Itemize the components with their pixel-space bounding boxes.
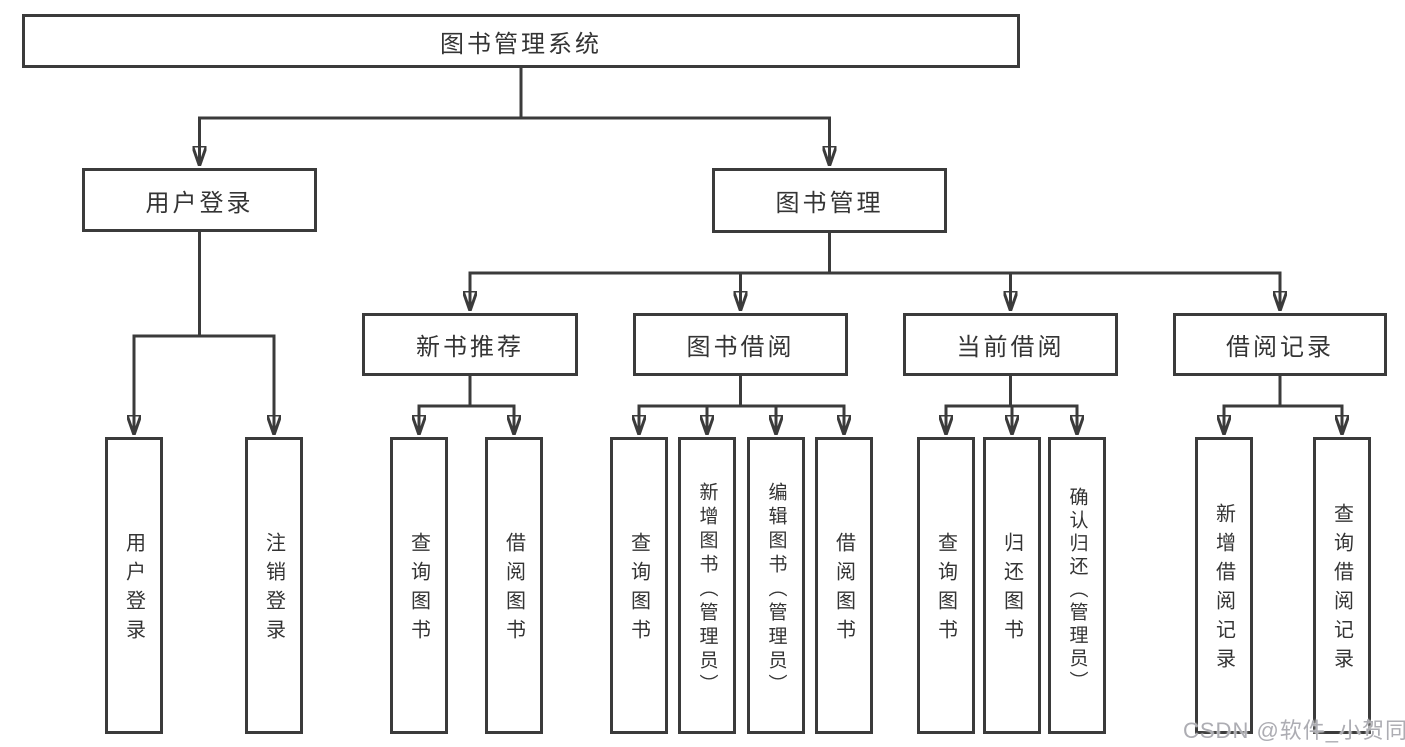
node-user-login-label: 用户登录	[145, 189, 254, 217]
connector-book-management-to-level3	[469, 233, 1282, 310]
node-leaf-query-books-current: 查询图书	[917, 437, 975, 734]
node-leaf-borrow-books-recommend-label: 借阅图书	[502, 532, 525, 648]
node-system-root: 图书管理系统	[22, 14, 1020, 68]
csdn-watermark: CSDN @软件_小贺同学	[1183, 718, 1405, 743]
node-book-management-label: 图书管理	[775, 190, 884, 217]
connector-borrowing-records-to-leaves	[1223, 376, 1344, 434]
node-leaf-borrow-books-recommend: 借阅图书	[485, 437, 543, 734]
node-leaf-query-books-current-label: 查询图书	[934, 532, 957, 648]
node-leaf-logout-action-label: 注销登录	[262, 532, 285, 648]
node-borrowing-records: 借阅记录	[1173, 313, 1387, 376]
node-leaf-query-books-recommend: 查询图书	[390, 437, 448, 734]
node-leaf-logout-action: 注销登录	[245, 437, 303, 734]
node-new-book-recommend-label: 新书推荐	[416, 334, 524, 361]
node-current-borrowing-label: 当前借阅	[956, 334, 1065, 361]
node-system-root-label: 图书管理系统	[440, 30, 602, 58]
connector-book-borrowing-to-leaves	[638, 376, 846, 434]
node-leaf-confirm-return-admin-label: 确认归还（管理员）	[1066, 486, 1088, 694]
node-leaf-edit-books-admin: 编辑图书（管理员）	[747, 437, 805, 734]
node-new-book-recommend: 新书推荐	[362, 313, 578, 376]
node-leaf-query-borrow-record-label: 查询借阅记录	[1330, 503, 1353, 677]
node-book-borrowing-label: 图书借阅	[686, 334, 795, 361]
node-leaf-return-books: 归还图书	[983, 437, 1041, 734]
node-leaf-user-login-action: 用户登录	[105, 437, 163, 734]
node-leaf-add-books-admin: 新增图书（管理员）	[678, 437, 736, 734]
node-leaf-add-borrow-record: 新增借阅记录	[1195, 437, 1253, 734]
node-current-borrowing: 当前借阅	[903, 313, 1118, 376]
connector-new-book-recommend-to-leaves	[418, 376, 516, 434]
connector-current-borrowing-to-leaves	[945, 376, 1079, 434]
node-leaf-borrow-books-label: 借阅图书	[832, 532, 855, 648]
connector-root-to-level2	[198, 68, 831, 165]
node-leaf-query-books-recommend-label: 查询图书	[407, 532, 430, 648]
node-leaf-add-borrow-record-label: 新增借阅记录	[1212, 503, 1235, 677]
node-leaf-user-login-action-label: 用户登录	[122, 532, 145, 648]
node-leaf-confirm-return-admin: 确认归还（管理员）	[1048, 437, 1106, 734]
node-user-login: 用户登录	[82, 168, 317, 232]
node-book-management: 图书管理	[712, 168, 947, 233]
node-leaf-query-books-borrowing-label: 查询图书	[627, 532, 650, 648]
node-leaf-edit-books-admin-label: 编辑图书（管理员）	[765, 482, 787, 698]
node-leaf-borrow-books: 借阅图书	[815, 437, 873, 734]
node-leaf-query-books-borrowing: 查询图书	[610, 437, 668, 734]
node-leaf-add-books-admin-label: 新增图书（管理员）	[696, 482, 718, 698]
node-leaf-query-borrow-record: 查询借阅记录	[1313, 437, 1371, 734]
node-book-borrowing: 图书借阅	[633, 313, 848, 376]
connector-user-login-to-leaves	[133, 232, 276, 434]
node-leaf-return-books-label: 归还图书	[1000, 532, 1023, 648]
node-borrowing-records-label: 借阅记录	[1226, 334, 1334, 361]
